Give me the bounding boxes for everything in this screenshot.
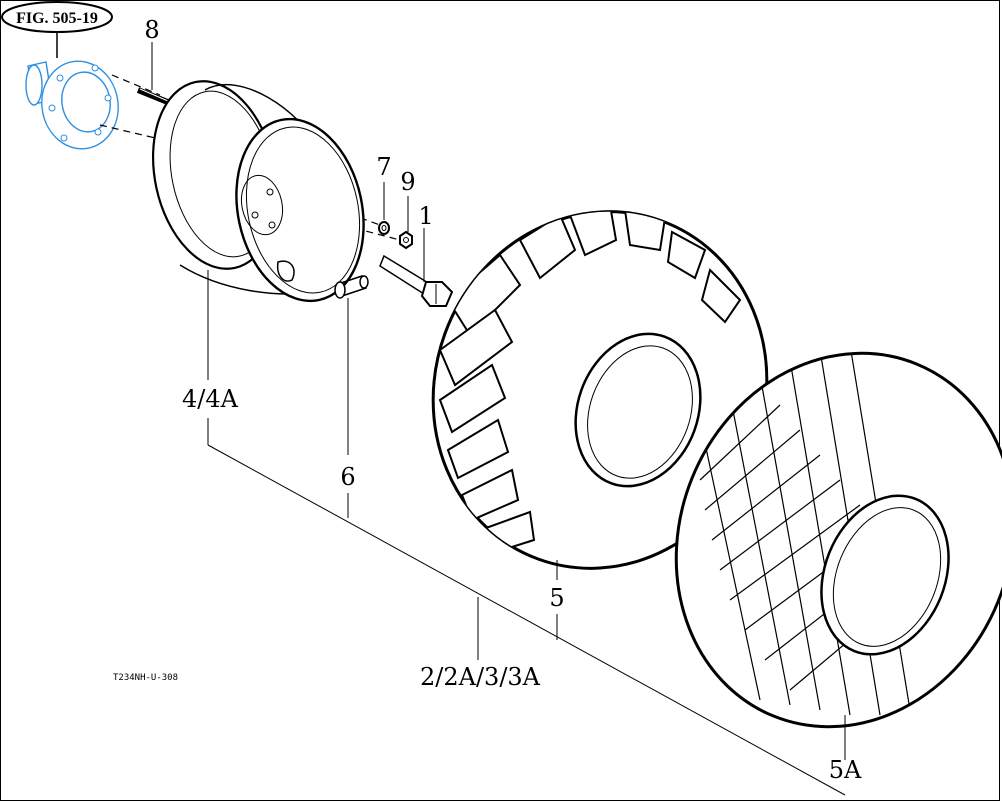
washer-part[interactable] — [378, 221, 390, 235]
callout-rim: 4/4A — [182, 385, 239, 413]
wheel-hub-part[interactable] — [25, 55, 125, 155]
callout-tire-lug: 5 — [549, 584, 564, 612]
wheel-rim-part[interactable] — [137, 70, 380, 313]
callout-valve: 6 — [340, 463, 355, 491]
callout-hub: 8 — [144, 16, 159, 44]
assembly-line — [284, 209, 401, 241]
callout-bolt: 1 — [418, 202, 433, 230]
figure-badge-label: FIG. 505-19 — [16, 10, 98, 27]
assembly-baseline — [207, 444, 846, 796]
bolt-part[interactable] — [379, 254, 454, 307]
callout-washer: 7 — [376, 153, 391, 181]
lug-tire-part[interactable] — [383, 164, 816, 615]
assembly-line — [111, 74, 161, 96]
callout-tire-turf: 5A — [829, 756, 862, 784]
callout-nut: 9 — [400, 168, 415, 196]
nut-part[interactable] — [399, 230, 413, 250]
drawing-code: T234NH-U-308 — [113, 673, 178, 683]
wheel-stud-part[interactable] — [136, 87, 172, 106]
figure-badge[interactable]: FIG. 505-19 — [1, 1, 113, 33]
valve-stem-part[interactable] — [334, 275, 369, 299]
callout-assembly: 2/2A/3/3A — [420, 663, 541, 691]
